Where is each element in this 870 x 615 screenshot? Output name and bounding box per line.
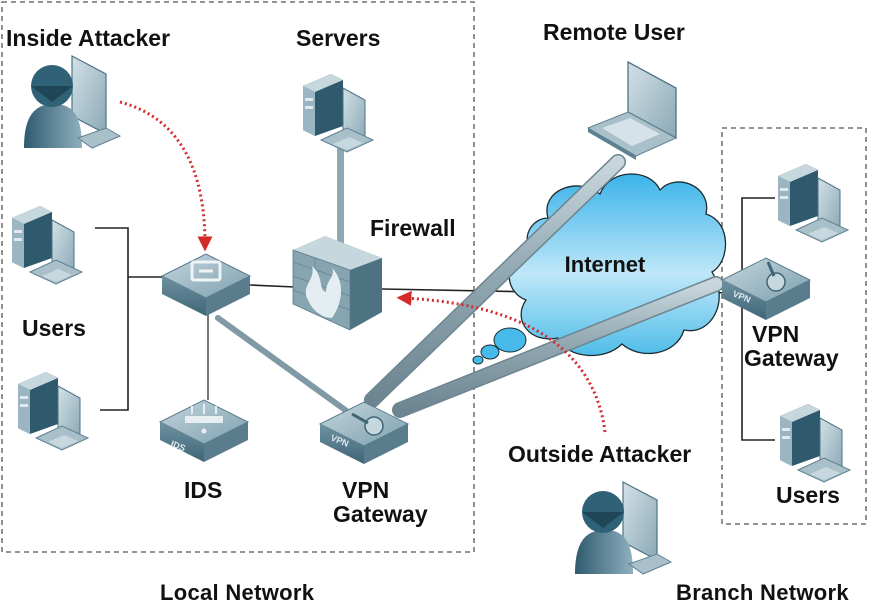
branch-network-label: Branch Network xyxy=(676,580,849,605)
ids-icon[interactable]: IDS xyxy=(159,399,249,463)
wired-links xyxy=(95,197,775,441)
wire-switch-firewall xyxy=(249,284,296,288)
flame-glyph xyxy=(305,266,342,318)
ids-label: IDS xyxy=(184,477,222,503)
local-vpn-label-line1: VPN xyxy=(342,477,389,503)
outside-attacker-label: Outside Attacker xyxy=(508,441,691,467)
attacker-workstation-icon[interactable] xyxy=(574,481,672,575)
servers-label: Servers xyxy=(296,25,380,51)
branch-users-label: Users xyxy=(776,482,840,508)
inside-attack-path xyxy=(119,100,213,252)
branch-vpn-label-line2: Gateway xyxy=(744,345,839,371)
desktop-computer-icon[interactable] xyxy=(17,371,89,451)
tunnel-remote-user-face xyxy=(365,155,625,407)
vpn-gateway-icon[interactable]: VPN xyxy=(319,401,409,465)
desktop-computer-icon[interactable] xyxy=(777,163,849,243)
wire-local-users xyxy=(95,227,129,411)
inside-attacker-label: Inside Attacker xyxy=(6,25,170,51)
cloud-puff xyxy=(493,327,527,353)
outside-attack-path xyxy=(396,290,607,433)
branch-network-boundary xyxy=(721,127,867,525)
wire-branch-users xyxy=(741,197,775,441)
desktop-computer-icon[interactable] xyxy=(779,403,851,483)
internet-label: Internet xyxy=(565,252,646,277)
server-icon[interactable] xyxy=(302,73,374,153)
desktop-computer-icon[interactable] xyxy=(11,205,83,285)
firewall-icon[interactable] xyxy=(292,236,382,331)
switch-icon[interactable] xyxy=(161,253,251,317)
cloud-puff xyxy=(472,355,484,365)
local-network-boundary xyxy=(1,1,475,553)
vpn-gateway-icon[interactable]: VPN xyxy=(721,257,811,321)
firewall-label: Firewall xyxy=(370,215,456,241)
local-network-label: Local Network xyxy=(160,580,315,605)
branch-vpn-label-line1: VPN xyxy=(752,321,799,347)
link-servers-firewall xyxy=(337,138,344,250)
remote-user-label: Remote User xyxy=(543,19,685,45)
cloud-puff xyxy=(480,344,500,360)
local-vpn-label-line2: Gateway xyxy=(333,501,428,527)
local-users-label: Users xyxy=(22,315,86,341)
link-switch-vpn xyxy=(215,315,351,415)
laptop-icon[interactable] xyxy=(586,60,678,160)
attacker-workstation-icon[interactable] xyxy=(23,55,121,149)
